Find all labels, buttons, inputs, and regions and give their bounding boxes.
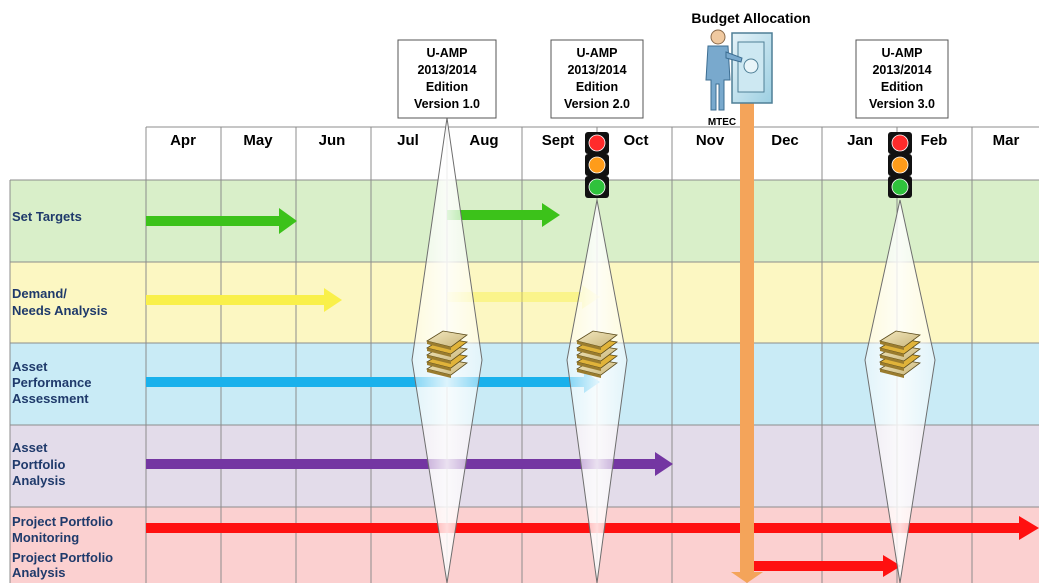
version-label: Edition	[576, 80, 618, 94]
document-stack-icon	[575, 330, 618, 378]
person-icon	[705, 29, 743, 111]
month-label: Dec	[771, 132, 799, 149]
traffic-lights	[585, 132, 912, 198]
budget-arrowhead	[731, 572, 763, 583]
document-stack-icon	[425, 330, 468, 378]
row-label: Monitoring	[12, 530, 79, 545]
blue-arrow	[146, 371, 600, 393]
yellow-arrow	[146, 288, 342, 312]
labels: Apr May Jun Jul Aug Sept Oct Nov Dec Jan Feb MarSet…	[12, 10, 1019, 580]
month-label: Mar	[993, 132, 1020, 149]
safe-icon	[731, 32, 773, 104]
version-beam	[864, 199, 936, 583]
green-arrow	[146, 208, 297, 234]
version-label: 2013/2014	[872, 63, 931, 77]
version-label: Edition	[426, 80, 468, 94]
row-label: Analysis	[12, 473, 65, 488]
version-box	[550, 39, 644, 119]
version-label: Version 3.0	[869, 97, 935, 111]
row-bands	[10, 180, 1039, 583]
version-label: Version 2.0	[564, 97, 630, 111]
version-label: Version 1.0	[414, 97, 480, 111]
month-label: Aug	[469, 132, 498, 149]
traffic-light-icon	[888, 132, 912, 198]
month-label: Jun	[319, 132, 346, 149]
month-label: Jan	[847, 132, 873, 149]
version-beam	[566, 199, 628, 583]
month-label: Apr	[170, 132, 196, 149]
version-label: U-AMP	[577, 46, 618, 60]
mtec-label: MTEC	[708, 117, 736, 128]
row-label: Analysis	[12, 565, 65, 580]
document-stacks	[425, 330, 921, 378]
row-label: Project Portfolio	[12, 550, 113, 565]
month-label: Nov	[696, 132, 725, 149]
row-label: Performance	[12, 375, 91, 390]
red-arrow	[753, 555, 901, 577]
month-label: Jul	[397, 132, 419, 149]
version-label: 2013/2014	[417, 63, 476, 77]
purple-arrow	[146, 452, 673, 476]
version-label: Edition	[881, 80, 923, 94]
document-stack-icon	[878, 330, 921, 378]
month-label: May	[243, 132, 273, 149]
traffic-light-icon	[585, 132, 609, 198]
version-label: U-AMP	[882, 46, 923, 60]
green-arrow	[447, 203, 560, 227]
row-label: Assessment	[12, 391, 89, 406]
yellow-arrow	[447, 285, 600, 309]
version-box	[397, 39, 497, 119]
row-label: Asset	[12, 440, 48, 455]
row-label: Set Targets	[12, 209, 82, 224]
budget-allocation	[705, 29, 773, 583]
row-label: Demand/	[12, 286, 67, 301]
row-label: Asset	[12, 359, 48, 374]
month-label: Feb	[921, 132, 948, 149]
budget-bar	[740, 103, 754, 575]
version-label: U-AMP	[427, 46, 468, 60]
month-label: Oct	[623, 132, 648, 149]
row-label: Portfolio	[12, 457, 65, 472]
version-label: 2013/2014	[567, 63, 626, 77]
month-label: Sept	[542, 132, 575, 149]
row-label: Needs Analysis	[12, 303, 108, 318]
row-label: Project Portfolio	[12, 514, 113, 529]
budget-title: Budget Allocation	[691, 10, 810, 26]
version-box	[855, 39, 949, 119]
